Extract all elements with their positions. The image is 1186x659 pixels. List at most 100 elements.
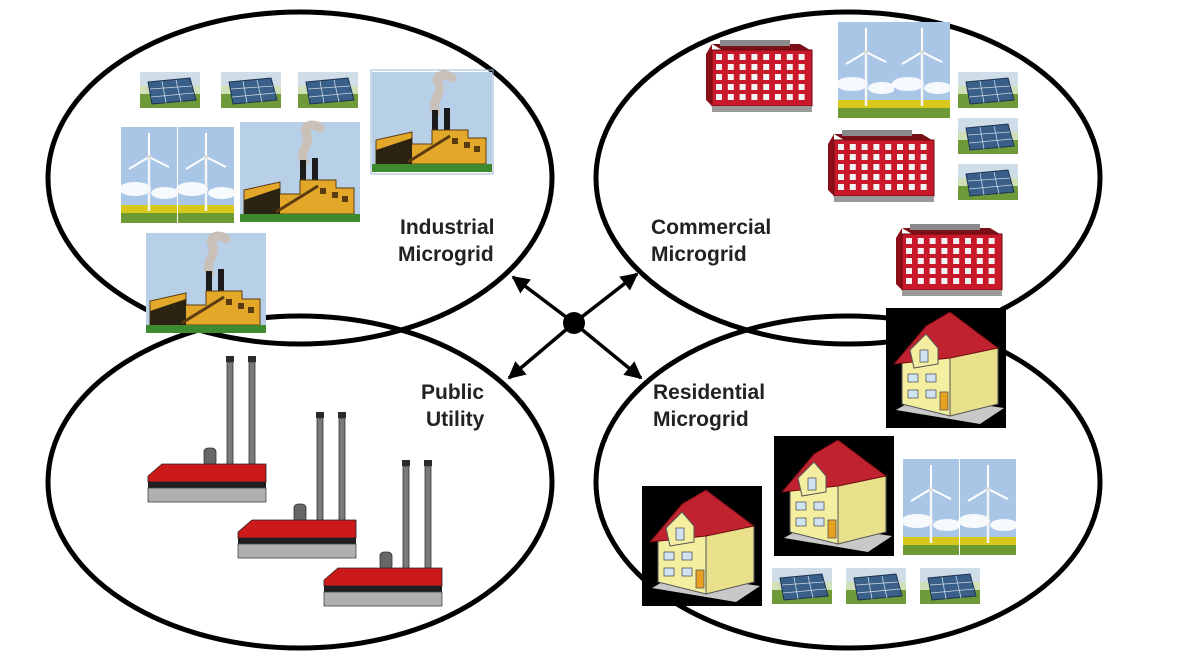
office-window: [929, 258, 936, 264]
office-window: [849, 184, 856, 190]
office-window: [908, 184, 915, 190]
office-window: [763, 74, 770, 80]
industrial-microgrid-circle: [45, 9, 555, 347]
office-window: [727, 84, 734, 90]
solar-panel-icon: [139, 71, 201, 109]
office-window: [897, 174, 903, 180]
office-window: [739, 74, 746, 80]
office-window: [906, 258, 912, 264]
factory-icon: [372, 72, 492, 172]
office-window: [763, 94, 770, 100]
office-window: [929, 268, 936, 274]
office-window: [775, 64, 781, 70]
public-utility-circle: [45, 313, 555, 651]
wind-turbine-icon: [899, 457, 963, 557]
residential-label-line2: Microgrid: [653, 408, 749, 431]
power-plant-icon: [147, 355, 267, 503]
office-window: [988, 258, 995, 264]
office-window: [929, 278, 936, 284]
residential-microgrid-circle: [593, 313, 1103, 651]
office-window: [873, 144, 880, 150]
office-window: [920, 144, 927, 150]
office-window: [763, 54, 770, 60]
office-window: [861, 154, 868, 160]
solar-panel-icon: [297, 71, 359, 109]
office-window: [716, 84, 722, 90]
office-window: [775, 54, 781, 60]
arrow-to-public-utility: [507, 321, 576, 380]
office-window: [988, 268, 995, 274]
office-window: [716, 54, 722, 60]
office-window: [838, 144, 844, 150]
office-window: [775, 74, 781, 80]
solar-panel-icon: [220, 71, 282, 109]
solar-panel-icon: [957, 71, 1019, 109]
office-window: [920, 184, 927, 190]
office-window: [798, 54, 805, 60]
office-window: [849, 174, 856, 180]
office-window: [953, 268, 960, 274]
office-window: [965, 248, 971, 254]
office-window: [838, 184, 844, 190]
industrial-label-line1: Industrial: [400, 216, 495, 239]
office-window: [885, 184, 892, 190]
arrow-to-industrial: [511, 275, 576, 325]
office-window: [897, 184, 903, 190]
arrow-to-commercial: [572, 272, 639, 325]
office-window: [786, 94, 793, 100]
office-window: [873, 164, 880, 170]
office-window: [908, 154, 915, 160]
solar-panel-icon: [919, 567, 981, 605]
office-window: [953, 248, 960, 254]
factory-icon: [146, 233, 266, 333]
arrow-to-residential: [572, 321, 643, 380]
office-window: [920, 164, 927, 170]
office-window: [775, 94, 781, 100]
office-window: [849, 154, 856, 160]
office-window: [897, 164, 903, 170]
office-window: [716, 64, 722, 70]
office-window: [885, 174, 892, 180]
office-window: [965, 238, 971, 244]
hub-arrows: [507, 272, 643, 380]
office-window: [941, 238, 948, 244]
office-window: [988, 248, 995, 254]
office-window: [941, 258, 948, 264]
office-window: [920, 154, 927, 160]
solar-panel-icon: [957, 163, 1019, 201]
office-window: [953, 278, 960, 284]
office-window: [751, 94, 758, 100]
office-window: [727, 54, 734, 60]
office-windows: [716, 54, 995, 284]
office-window: [917, 258, 924, 264]
office-window: [953, 258, 960, 264]
office-window: [739, 54, 746, 60]
office-window: [751, 74, 758, 80]
office-window: [786, 54, 793, 60]
office-window: [917, 268, 924, 274]
office-window: [775, 84, 781, 90]
office-window: [849, 144, 856, 150]
office-window: [906, 278, 912, 284]
office-window: [786, 84, 793, 90]
office-window: [763, 64, 770, 70]
office-window: [786, 74, 793, 80]
office-window: [965, 258, 971, 264]
office-window: [976, 268, 983, 274]
office-window: [838, 154, 844, 160]
office-window: [786, 64, 793, 70]
office-window: [739, 94, 746, 100]
public-utility-label-line2: Utility: [426, 408, 485, 431]
office-window: [941, 278, 948, 284]
office-window: [739, 64, 746, 70]
office-window: [727, 64, 734, 70]
office-window: [849, 164, 856, 170]
hub-node: [563, 312, 585, 334]
wind-turbine-icon: [117, 125, 181, 225]
house-icon: [773, 435, 895, 557]
commercial-label-line1: Commercial: [651, 216, 771, 239]
office-window: [751, 84, 758, 90]
office-window: [906, 238, 912, 244]
solar-panel-icon: [957, 117, 1019, 155]
office-window: [716, 94, 722, 100]
